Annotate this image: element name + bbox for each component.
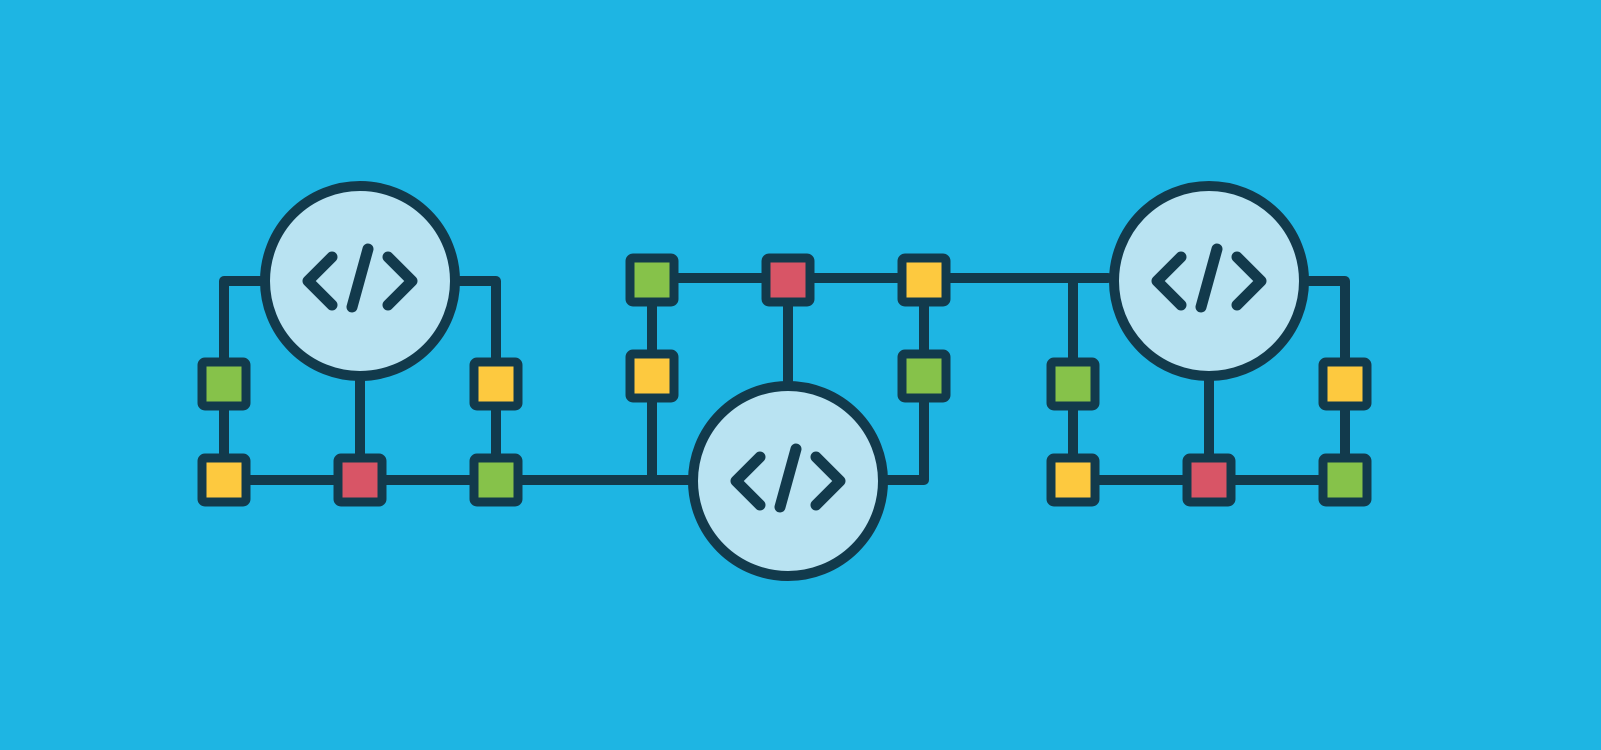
code-brackets-icon — [302, 243, 418, 313]
block-left-lower-center — [333, 453, 387, 507]
code-nodes — [260, 181, 1309, 581]
connector-line — [881, 273, 929, 485]
block-center-top-middle — [761, 253, 815, 307]
block-right-upper-left — [1046, 357, 1100, 411]
connector-line — [452, 276, 501, 385]
block-center-mid-left — [625, 349, 679, 403]
connector-line — [219, 276, 268, 385]
blocks — [197, 253, 1372, 507]
code-node-left — [260, 181, 460, 381]
code-node-right — [1109, 181, 1309, 381]
block-center-top-right — [897, 253, 951, 307]
block-left-upper-left — [197, 357, 251, 411]
block-right-upper-right — [1318, 357, 1372, 411]
code-brackets-icon — [730, 443, 846, 513]
block-right-lower-left — [1046, 453, 1100, 507]
connector-line — [1301, 276, 1350, 485]
block-right-lower-right — [1318, 453, 1372, 507]
code-brackets-icon — [1151, 243, 1267, 313]
block-center-top-left — [625, 253, 679, 307]
block-left-lower-left — [197, 453, 251, 507]
code-node-center — [688, 381, 888, 581]
block-left-upper-right — [469, 357, 523, 411]
connector-line — [647, 273, 695, 485]
block-left-lower-right — [469, 453, 523, 507]
block-right-lower-center — [1182, 453, 1236, 507]
block-center-mid-right — [897, 349, 951, 403]
